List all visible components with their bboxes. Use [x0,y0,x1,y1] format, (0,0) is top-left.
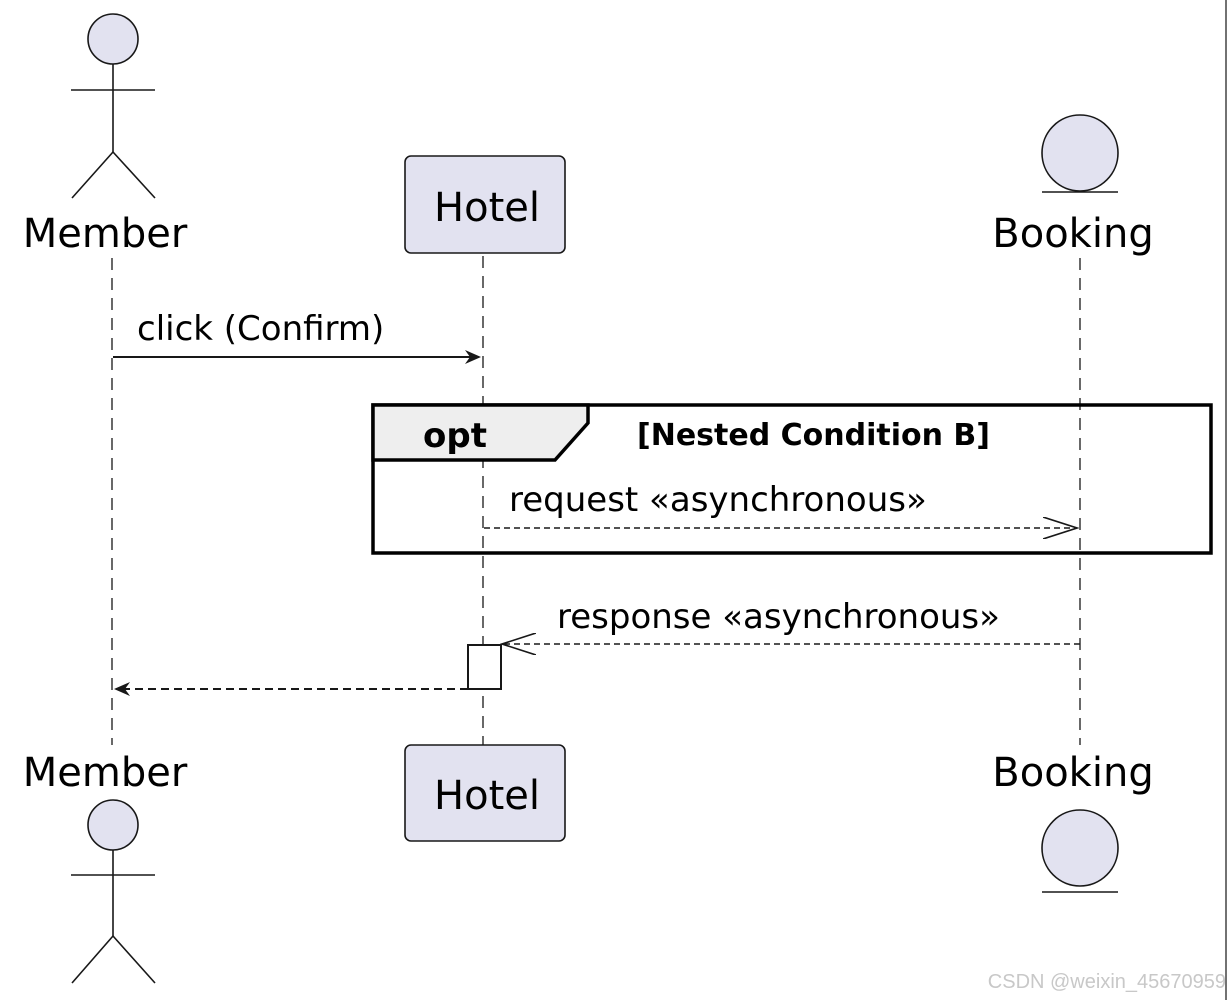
opt-condition: [Nested Condition B] [637,418,990,453]
booking-entity-bottom[interactable]: Booking [992,750,1154,893]
member-label-top: Member [23,211,188,257]
hotel-label-top: Hotel [434,185,540,231]
actor-left-leg [71,151,114,199]
hotel-participant-bottom[interactable]: Hotel [404,744,566,842]
opt-frame: opt [Nested Condition B] [371,403,1213,555]
opt-frame-border [371,403,1213,555]
actor-right-leg [112,151,156,199]
click-label: click (Confirm) [137,309,384,349]
opt-frame-header [371,403,590,462]
message-click[interactable]: click (Confirm) [113,309,481,364]
actor-head-icon [87,799,139,851]
response-label: response «asynchronous» [557,597,1000,637]
booking-label-top: Booking [992,211,1153,257]
hotel-label-bottom: Hotel [434,773,540,819]
entity-icon [1041,809,1119,887]
member-label-bottom: Member [23,750,188,796]
opt-keyword: opt [423,416,487,456]
actor-right-leg [112,935,156,984]
hotel-participant-top[interactable]: Hotel [404,155,566,254]
member-actor-top[interactable]: Member [23,13,188,257]
request-label: request «asynchronous» [509,480,927,520]
actor-left-leg [71,935,114,984]
message-request[interactable]: request «asynchronous» [484,480,1077,528]
member-actor-bottom[interactable]: Member [23,750,188,984]
hotel-box [404,744,566,842]
booking-entity-top[interactable]: Booking [992,114,1154,257]
message-response[interactable]: response «asynchronous» [502,597,1080,644]
entity-icon [1041,114,1119,192]
actor-head-icon [87,13,139,65]
watermark: CSDN @weixin_45670959 [988,971,1226,993]
booking-label-bottom: Booking [992,750,1153,796]
hotel-box [404,155,566,254]
hotel-activation [467,644,502,690]
